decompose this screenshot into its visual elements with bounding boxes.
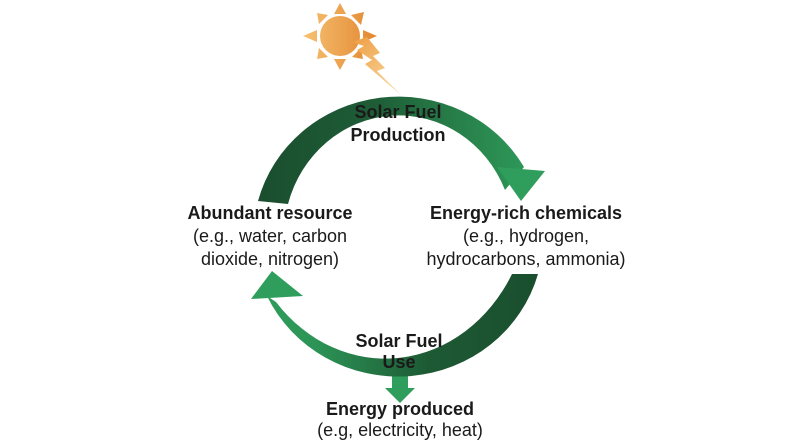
output-node-title: Energy produced (325, 399, 475, 419)
right-node-subtitle-line1: (e.g., hydrogen, (462, 226, 590, 246)
output-node-label: Energy produced (e.g, electricity, heat) (317, 399, 483, 441)
top-process-label: Solar Fuel Production (351, 101, 446, 147)
bottom-process-line2: Use (382, 352, 416, 372)
left-node-label: Abundant resource (e.g., water, carbon d… (187, 202, 352, 271)
top-process-line1: Solar Fuel (354, 102, 442, 122)
sun-icon (303, 3, 377, 70)
use-arrow-head (251, 271, 303, 299)
left-node-title: Abundant resource (187, 203, 353, 223)
right-node-subtitle-line2: hydrocarbons, ammonia) (426, 249, 626, 269)
top-process-line2: Production (350, 125, 446, 145)
production-arc (258, 96, 524, 204)
down-block-arrow (385, 370, 415, 403)
right-node-label: Energy-rich chemicals (e.g., hydrogen, h… (426, 202, 625, 271)
use-arc (267, 274, 538, 377)
left-node-subtitle-line2: dioxide, nitrogen) (200, 249, 340, 269)
left-node-subtitle-line1: (e.g., water, carbon (192, 226, 348, 246)
bottom-process-label: Solar Fuel Use (355, 331, 442, 373)
green-cycle-arrows (251, 96, 545, 377)
bottom-process-line1: Solar Fuel (355, 331, 443, 351)
production-arrow-head (497, 167, 545, 201)
right-node-title: Energy-rich chemicals (429, 203, 623, 223)
output-node-subtitle: (e.g, electricity, heat) (317, 420, 483, 440)
lightning-bolt-icon (352, 37, 402, 96)
